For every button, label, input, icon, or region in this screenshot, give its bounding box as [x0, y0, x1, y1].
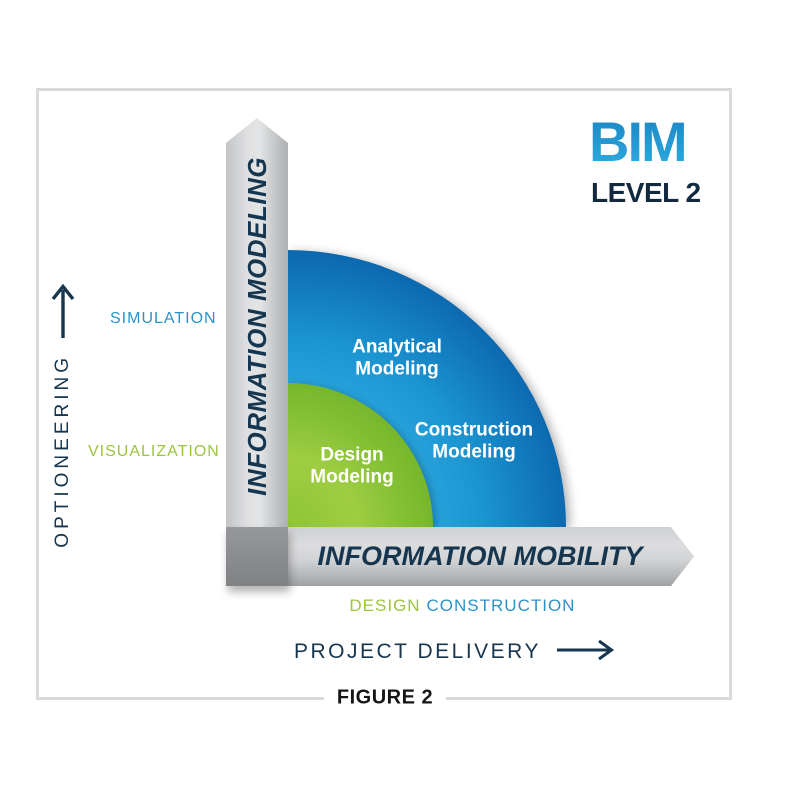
tick-design: DESIGN	[349, 596, 421, 615]
label-construction-modeling: Construction Modeling	[414, 419, 534, 463]
optioneering-label: OPTIONEERING	[52, 354, 73, 548]
information-modeling-label: INFORMATION MODELING	[241, 156, 272, 496]
label-design-modeling: Design Modeling	[310, 444, 394, 488]
project-delivery-label: PROJECT DELIVERY	[294, 640, 541, 663]
vertical-arrow-bar	[226, 118, 288, 586]
tick-visualization: VISUALIZATION	[88, 443, 220, 460]
figure-caption: FIGURE 2	[323, 686, 447, 710]
tick-simulation: SIMULATION	[110, 310, 217, 327]
horizontal-arrow-bar	[226, 527, 694, 586]
label-analytical-modeling: Analytical Modeling	[352, 336, 442, 380]
bim-level-label: LEVEL 2	[591, 177, 701, 208]
project-delivery-axis: PROJECT DELIVERY	[294, 639, 620, 665]
axis-intersection-block	[226, 527, 288, 586]
horizontal-arrow-label-wrap: INFORMATION MOBILITY	[288, 527, 672, 586]
tick-construction: CONSTRUCTION	[426, 596, 576, 615]
optioneering-axis: OPTIONEERING	[40, 283, 86, 548]
right-arrow-icon	[556, 639, 620, 666]
vertical-arrow-label-wrap: INFORMATION MODELING	[226, 140, 288, 512]
up-arrow-icon	[50, 283, 76, 344]
bim-logo: BIM	[589, 114, 709, 170]
information-mobility-label: INFORMATION MOBILITY	[317, 541, 643, 571]
